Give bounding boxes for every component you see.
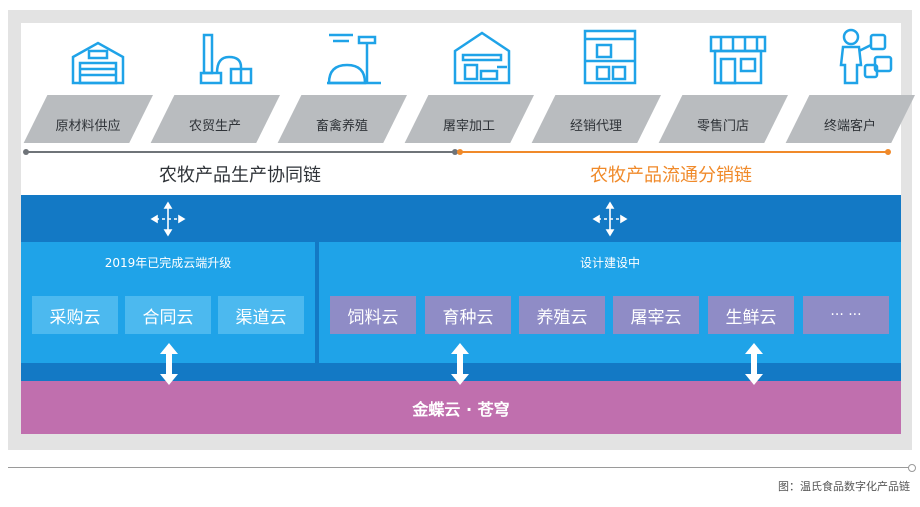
top-blue-band bbox=[21, 195, 901, 243]
chain-label: 原材料供应 bbox=[55, 119, 121, 134]
cloud-tile-more: ··· ··· bbox=[803, 296, 889, 334]
cloud-tile-procurement: 采购云 bbox=[32, 296, 118, 334]
diagram-panel: 原材料供应 农贸生产 畜禽养殖 屠宰加工 经销代理 零售门店 终端客户 农牧产品… bbox=[21, 23, 915, 434]
planned-cloud-label: 设计建设中 bbox=[579, 256, 640, 270]
planned-cloud-box: 设计建设中 饲料云 育种云 养殖云 屠宰云 生鲜云 ··· ··· bbox=[319, 242, 901, 367]
up-down-arrow-icon bbox=[160, 343, 178, 385]
move-arrows-icon bbox=[150, 201, 186, 237]
chain-label: 畜禽养殖 bbox=[315, 119, 368, 134]
chain-label: 零售门店 bbox=[696, 119, 749, 134]
chain-step-5 bbox=[531, 95, 661, 143]
cloud-tile-slaughter: 屠宰云 bbox=[613, 296, 699, 334]
cloud-tile-breeding: 育种云 bbox=[425, 296, 511, 334]
footer-rule bbox=[8, 467, 910, 468]
cloud-tile-contract: 合同云 bbox=[125, 296, 211, 334]
customer-icon bbox=[831, 23, 901, 93]
store-icon bbox=[703, 23, 773, 93]
production-chain-title: 农牧产品生产协同链 bbox=[159, 165, 321, 186]
distribution-shelf-icon bbox=[575, 23, 645, 93]
distribution-chain-title: 农牧产品流通分销链 bbox=[590, 165, 752, 186]
chain-step-3 bbox=[277, 95, 407, 143]
platform-base: 金蝶云 · 苍穹 bbox=[21, 381, 901, 434]
cloud-tile-channel: 渠道云 bbox=[218, 296, 304, 334]
chain-step-7 bbox=[785, 95, 915, 143]
completed-cloud-label: 2019年已完成云端升级 bbox=[104, 256, 232, 270]
factory-icon bbox=[191, 23, 261, 93]
figure-caption: 图：温氏食品数字化产品链 bbox=[778, 480, 910, 493]
chain-step-1 bbox=[23, 95, 153, 143]
cloud-tile-feed: 饲料云 bbox=[330, 296, 416, 334]
chain-step-2 bbox=[150, 95, 280, 143]
chain-label: 经销代理 bbox=[569, 119, 622, 134]
distribution-bracket bbox=[457, 149, 891, 155]
processing-plant-icon bbox=[447, 23, 517, 93]
chain-step-6 bbox=[658, 95, 788, 143]
farm-icon bbox=[319, 23, 389, 93]
production-bracket bbox=[23, 149, 458, 155]
footer-rule-end bbox=[908, 464, 916, 472]
cloud-tile-farming: 养殖云 bbox=[519, 296, 605, 334]
chain-step-4 bbox=[404, 95, 534, 143]
value-chain-strip bbox=[21, 95, 915, 143]
box-divider bbox=[315, 242, 319, 367]
up-down-arrow-icon bbox=[451, 343, 469, 385]
warehouse-icon bbox=[63, 23, 133, 93]
chain-label: 农贸生产 bbox=[188, 119, 241, 134]
move-arrows-icon bbox=[592, 201, 628, 237]
up-down-arrow-icon bbox=[745, 343, 763, 385]
chain-label: 终端客户 bbox=[823, 119, 876, 134]
chain-label: 屠宰加工 bbox=[442, 119, 495, 134]
cloud-tile-fresh: 生鲜云 bbox=[708, 296, 794, 334]
